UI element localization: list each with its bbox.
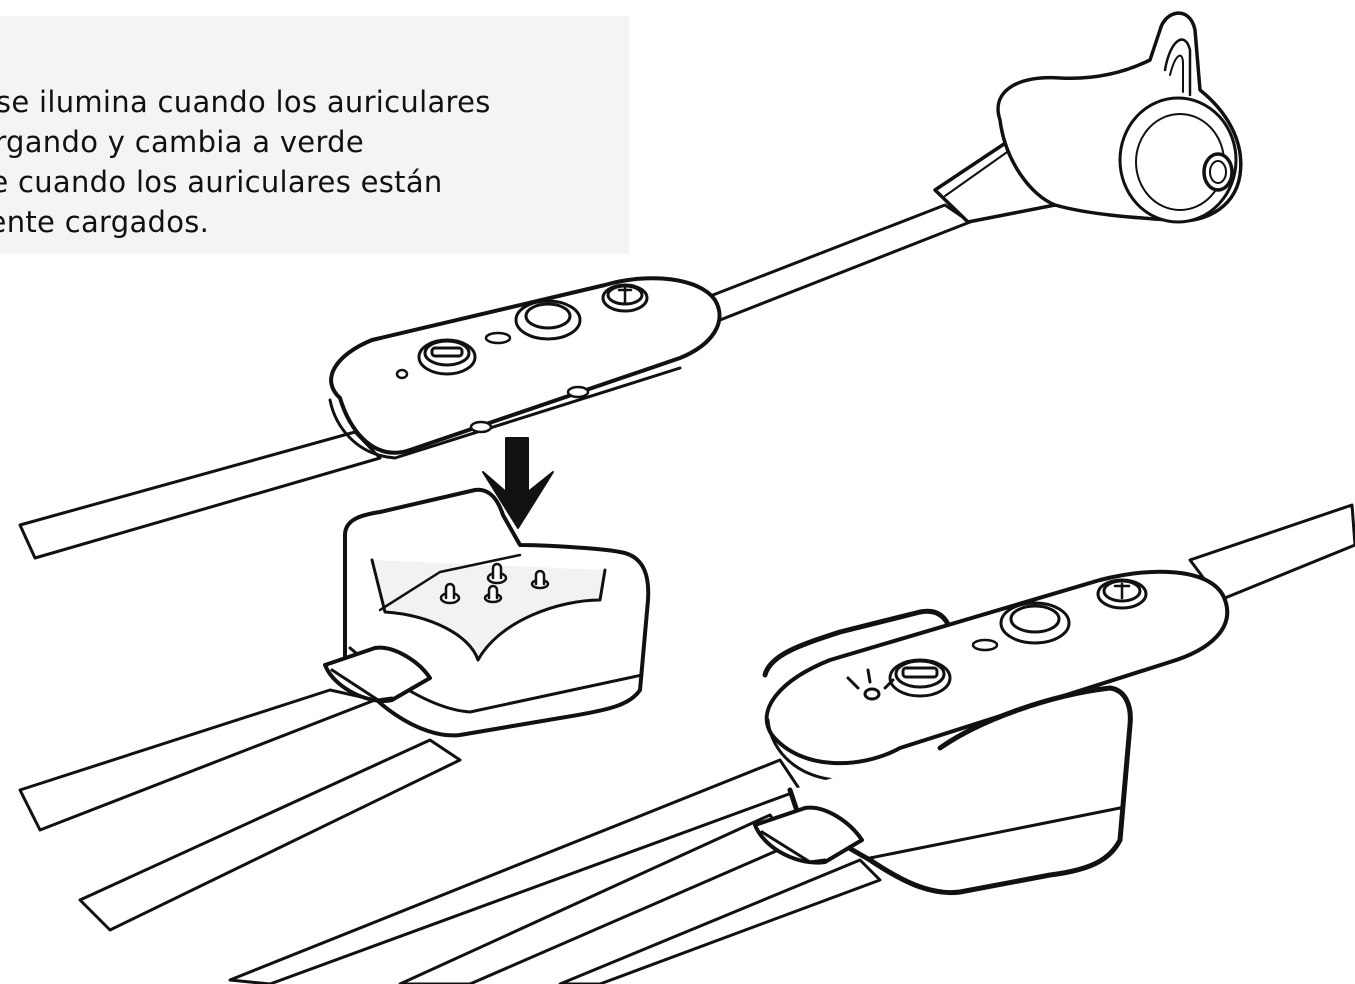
upper-cable (18, 203, 972, 560)
callout-text: jo se ilumina cuando los auriculares car… (0, 82, 491, 242)
plus-button-icon (601, 283, 649, 313)
led-slot-icon (484, 331, 512, 345)
remote-control-icon (328, 276, 722, 460)
callout-line-4: mente cargados. (0, 205, 210, 239)
center-button-icon (514, 299, 582, 341)
pogo-pins-icon (439, 562, 550, 605)
lower-left-cable (18, 688, 462, 932)
down-arrow-icon (482, 437, 554, 529)
docked-cradle-band (868, 806, 1122, 860)
docked-usb-plug-icon (753, 805, 864, 865)
minus-button-icon (417, 338, 477, 376)
docked-remote-icon (764, 569, 1230, 782)
earbud-icon (933, 11, 1243, 224)
callout-line-1: jo se ilumina cuando los auriculares (0, 85, 491, 119)
charging-cradle-icon (323, 487, 651, 738)
callout-line-3: nte cuando los auriculares están (0, 165, 443, 199)
led-indicator-icon (846, 668, 895, 701)
lower-right-cables (228, 503, 1355, 984)
usb-plug-icon (323, 645, 432, 703)
docked-cradle-front (787, 685, 1133, 896)
instruction-callout: jo se ilumina cuando los auriculares car… (0, 16, 629, 254)
callout-line-2: cargando y cambia a verde (0, 125, 365, 159)
